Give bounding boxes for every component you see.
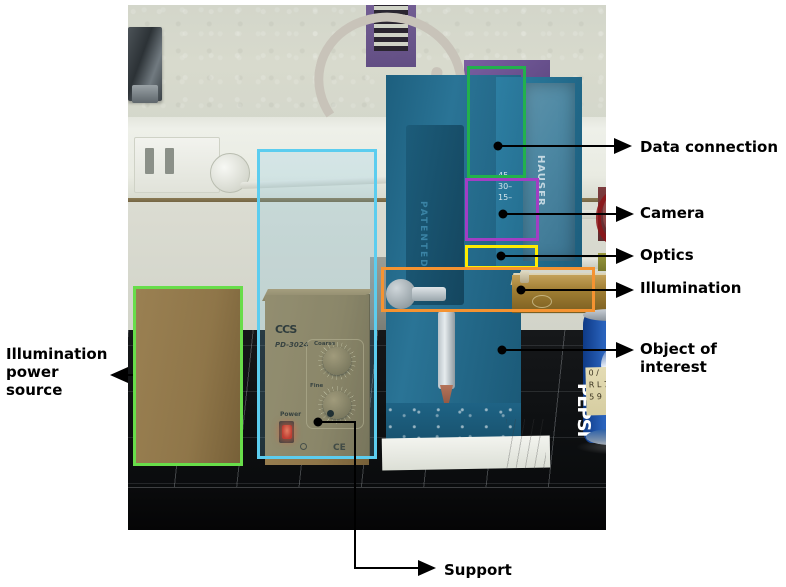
power-led bbox=[279, 421, 294, 443]
hauser-slide-face bbox=[523, 83, 575, 261]
support-arm bbox=[406, 125, 464, 305]
annotation-box-optics bbox=[465, 245, 538, 269]
psu-switch bbox=[300, 443, 307, 450]
psu-model-text: PD-3024 bbox=[275, 341, 309, 349]
annotation-box-illumination bbox=[381, 267, 595, 312]
optics-module bbox=[598, 253, 606, 271]
knob-shaft bbox=[412, 287, 446, 301]
psu-coarse-label: Coarse bbox=[314, 341, 336, 347]
can-label-line: R L 7 bbox=[588, 379, 606, 390]
can-label-line: 0 / bbox=[588, 368, 599, 378]
can-top bbox=[583, 309, 606, 321]
can-reflection bbox=[576, 439, 606, 455]
handwritten-can-label: 0 / R L 7 5 9 bbox=[585, 366, 606, 416]
annotation-box-support bbox=[257, 149, 377, 459]
led-glow bbox=[281, 425, 292, 439]
outlet-slot bbox=[145, 148, 154, 174]
bench-front-edge bbox=[128, 487, 606, 530]
label-object-of-interest: Object of interest bbox=[640, 340, 717, 376]
label-illumination: Illumination bbox=[640, 279, 742, 297]
annotation-box-data-connection bbox=[467, 66, 526, 178]
illumination-aperture bbox=[532, 295, 552, 308]
background-scale-strip bbox=[374, 5, 408, 51]
quill-spindle bbox=[438, 311, 455, 389]
label-data-connection: Data connection bbox=[640, 138, 779, 156]
pepsi-globe-logo bbox=[601, 343, 606, 387]
label-optics: Optics bbox=[640, 246, 694, 264]
psu-brand-text: CCS bbox=[275, 323, 297, 336]
counter-edge bbox=[128, 198, 606, 204]
fine-dial-pointer bbox=[327, 410, 334, 417]
illumination-stud bbox=[520, 271, 529, 283]
annotation-box-camera bbox=[465, 178, 539, 241]
outlet-slot bbox=[165, 148, 174, 174]
focus-knob bbox=[386, 279, 416, 309]
can-bottom bbox=[586, 429, 606, 445]
wall-plug bbox=[128, 27, 162, 103]
label-support: Support bbox=[444, 561, 512, 579]
label-camera: Camera bbox=[640, 204, 705, 222]
wall-outlet bbox=[134, 137, 220, 193]
psu-fine-label: Fine bbox=[310, 383, 324, 389]
paper-ruled-lines bbox=[506, 419, 546, 469]
can-label-line: 5 9 bbox=[589, 392, 602, 402]
psu-power-label: Power bbox=[280, 411, 302, 418]
label-illumination-power-source: Illumination power source bbox=[6, 345, 108, 399]
annotation-box-illumination-power-source bbox=[133, 286, 243, 466]
coarse-dial bbox=[323, 347, 351, 375]
patented-marking: PATENTED bbox=[418, 201, 428, 269]
